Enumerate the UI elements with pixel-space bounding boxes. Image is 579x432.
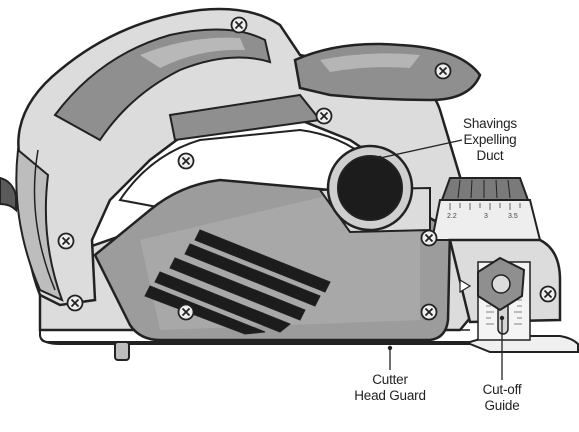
screw-icon [230,16,248,34]
rear-handle-inner [33,149,56,291]
shavings-duct-label-line2: Expelling [464,132,517,147]
base-plate [39,292,579,353]
screw-icon [66,294,84,312]
cutter-guard-label-line1: Cutter [372,372,408,387]
cutoff-guide-knob-center [491,274,511,294]
vent-slot [194,229,331,293]
front-knob-highlight [320,53,420,72]
vent-slot [184,243,321,307]
duct-opening [337,155,403,221]
handle-grip [53,28,272,142]
direction-arrow-icon [459,278,472,294]
screw-icon [539,285,557,303]
screw-icon [177,152,195,170]
rear-handle [15,148,64,302]
shavings-duct-label-line1: Shavings [463,116,517,131]
screw-icon [315,107,333,125]
power-cord [0,176,17,213]
cutter-guard-label-line2: Head Guard [354,388,426,403]
screw-icon [434,62,452,80]
screw-icon [57,232,75,250]
cutoff-guide-label-line1: Cut-off [483,382,522,397]
screws [57,16,557,321]
screw-icon [420,303,438,321]
depth-scale-ticks [449,203,521,210]
cutter-leader-dot [387,345,393,351]
vent-slot [144,285,266,335]
depth-knob [440,177,530,201]
depth-knob-ribs [457,179,511,199]
cutoff-guide-label-line2: Guide [484,398,519,413]
front-knob [293,42,482,102]
vent-slots [144,229,331,335]
screw-icon [420,229,438,247]
shavings-duct-label-line3: Duct [477,148,504,163]
vent-slot [169,257,306,321]
depth-knob-base [430,199,542,241]
callout-lines [377,139,505,380]
shavings-leader [379,139,463,159]
depth-mark-1: 2.2 [447,213,457,220]
parking-foot [114,341,130,361]
depth-mark-2: 3 [484,213,488,220]
handle-grip-highlight [140,37,245,68]
screw-icon [177,303,195,321]
vent-slot [154,271,291,333]
shavings-leader-dot [377,155,383,161]
depth-mark-3: 3.5 [508,213,518,220]
cutoff-leader-dot [499,315,505,321]
